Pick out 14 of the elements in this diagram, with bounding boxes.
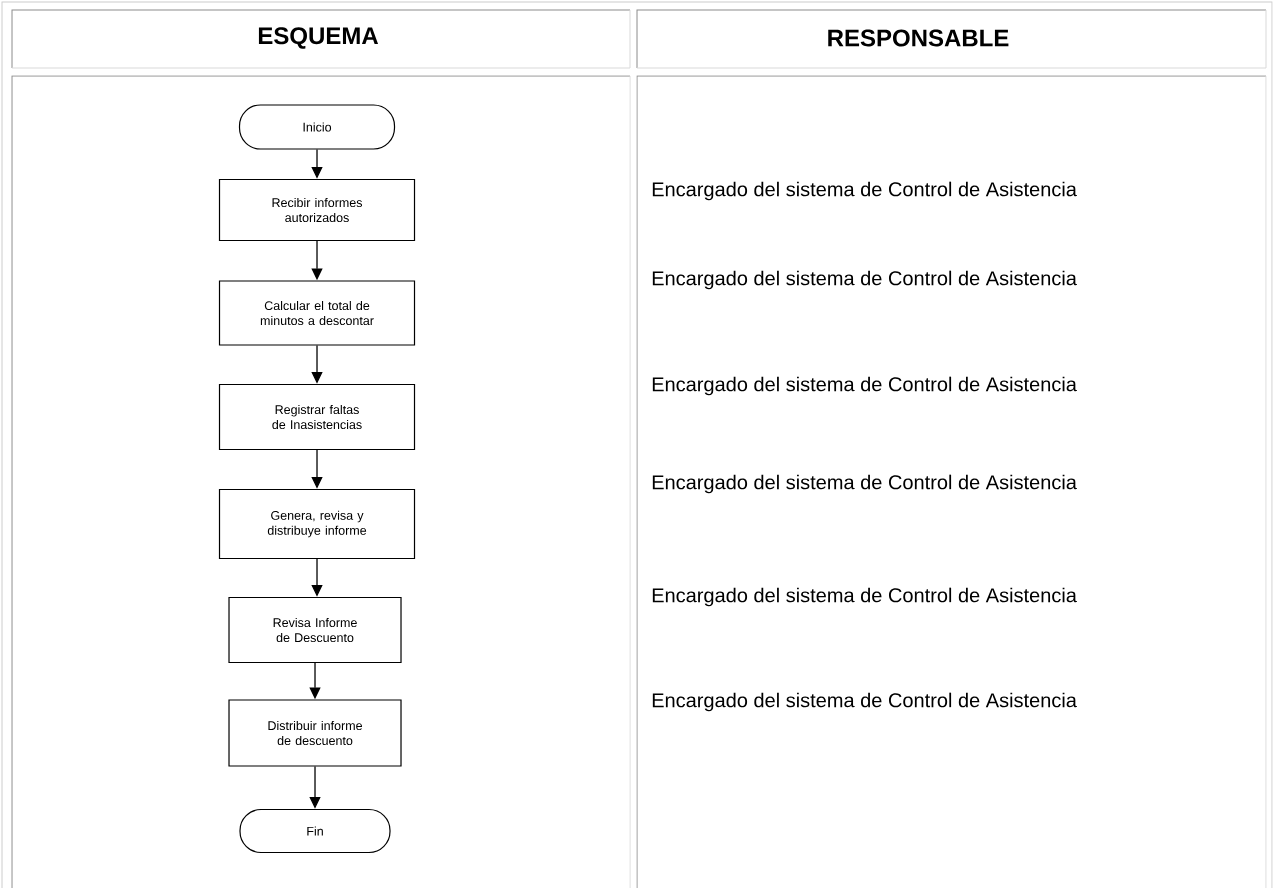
process-box: Recibir informes autorizados bbox=[218, 178, 416, 242]
process-box: Calcular el total de minutos a descontar bbox=[218, 280, 416, 346]
process-box: Registrar faltas de Inasistencias bbox=[218, 383, 416, 451]
process-box: Distribuir informe de descuento bbox=[228, 699, 402, 767]
responsible-text: Encargado del sistema de Control de Asistencia bbox=[652, 181, 1077, 201]
process-box: Revisa Informe de Descuento bbox=[228, 596, 402, 664]
column-header: RESPONSABLE bbox=[828, 29, 1009, 47]
responsible-text: Encargado del sistema de Control de Asistencia bbox=[652, 376, 1077, 396]
responsible-text: Encargado del sistema de Control de Asistencia bbox=[652, 474, 1077, 494]
process-box: Genera, revisa y distribuye informe bbox=[218, 488, 416, 560]
responsible-text: Encargado del sistema de Control de Asistencia bbox=[652, 270, 1077, 290]
column-header: ESQUEMA bbox=[258, 27, 379, 49]
responsible-text: Encargado del sistema de Control de Asistencia bbox=[652, 587, 1077, 607]
responsible-text: Encargado del sistema de Control de Asistencia bbox=[652, 692, 1077, 712]
